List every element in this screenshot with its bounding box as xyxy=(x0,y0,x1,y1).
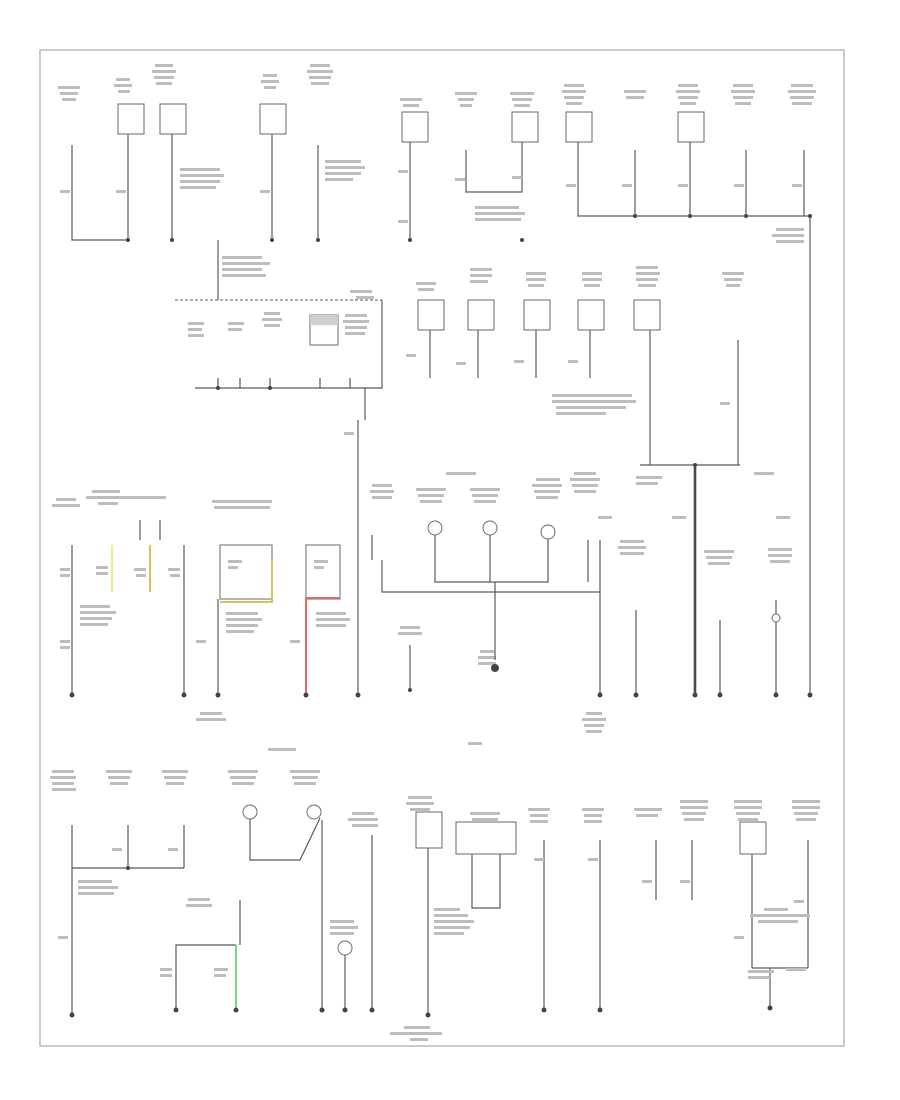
diagram-frame xyxy=(39,49,845,1047)
component-box xyxy=(417,299,445,331)
row-1-components xyxy=(58,64,816,695)
component-box xyxy=(565,111,593,143)
component-box xyxy=(401,111,429,143)
row-3-components xyxy=(52,472,813,745)
component-box xyxy=(467,299,495,331)
component-box xyxy=(159,103,187,135)
component-box xyxy=(259,103,287,135)
row-4-components xyxy=(50,748,820,1041)
component-box xyxy=(677,111,705,143)
component-box xyxy=(117,103,145,135)
row-2-components xyxy=(175,240,774,695)
component-box xyxy=(511,111,539,143)
component-box xyxy=(577,299,605,331)
component-box xyxy=(523,299,551,331)
row-1-labels xyxy=(58,64,816,107)
component-box xyxy=(633,299,661,331)
